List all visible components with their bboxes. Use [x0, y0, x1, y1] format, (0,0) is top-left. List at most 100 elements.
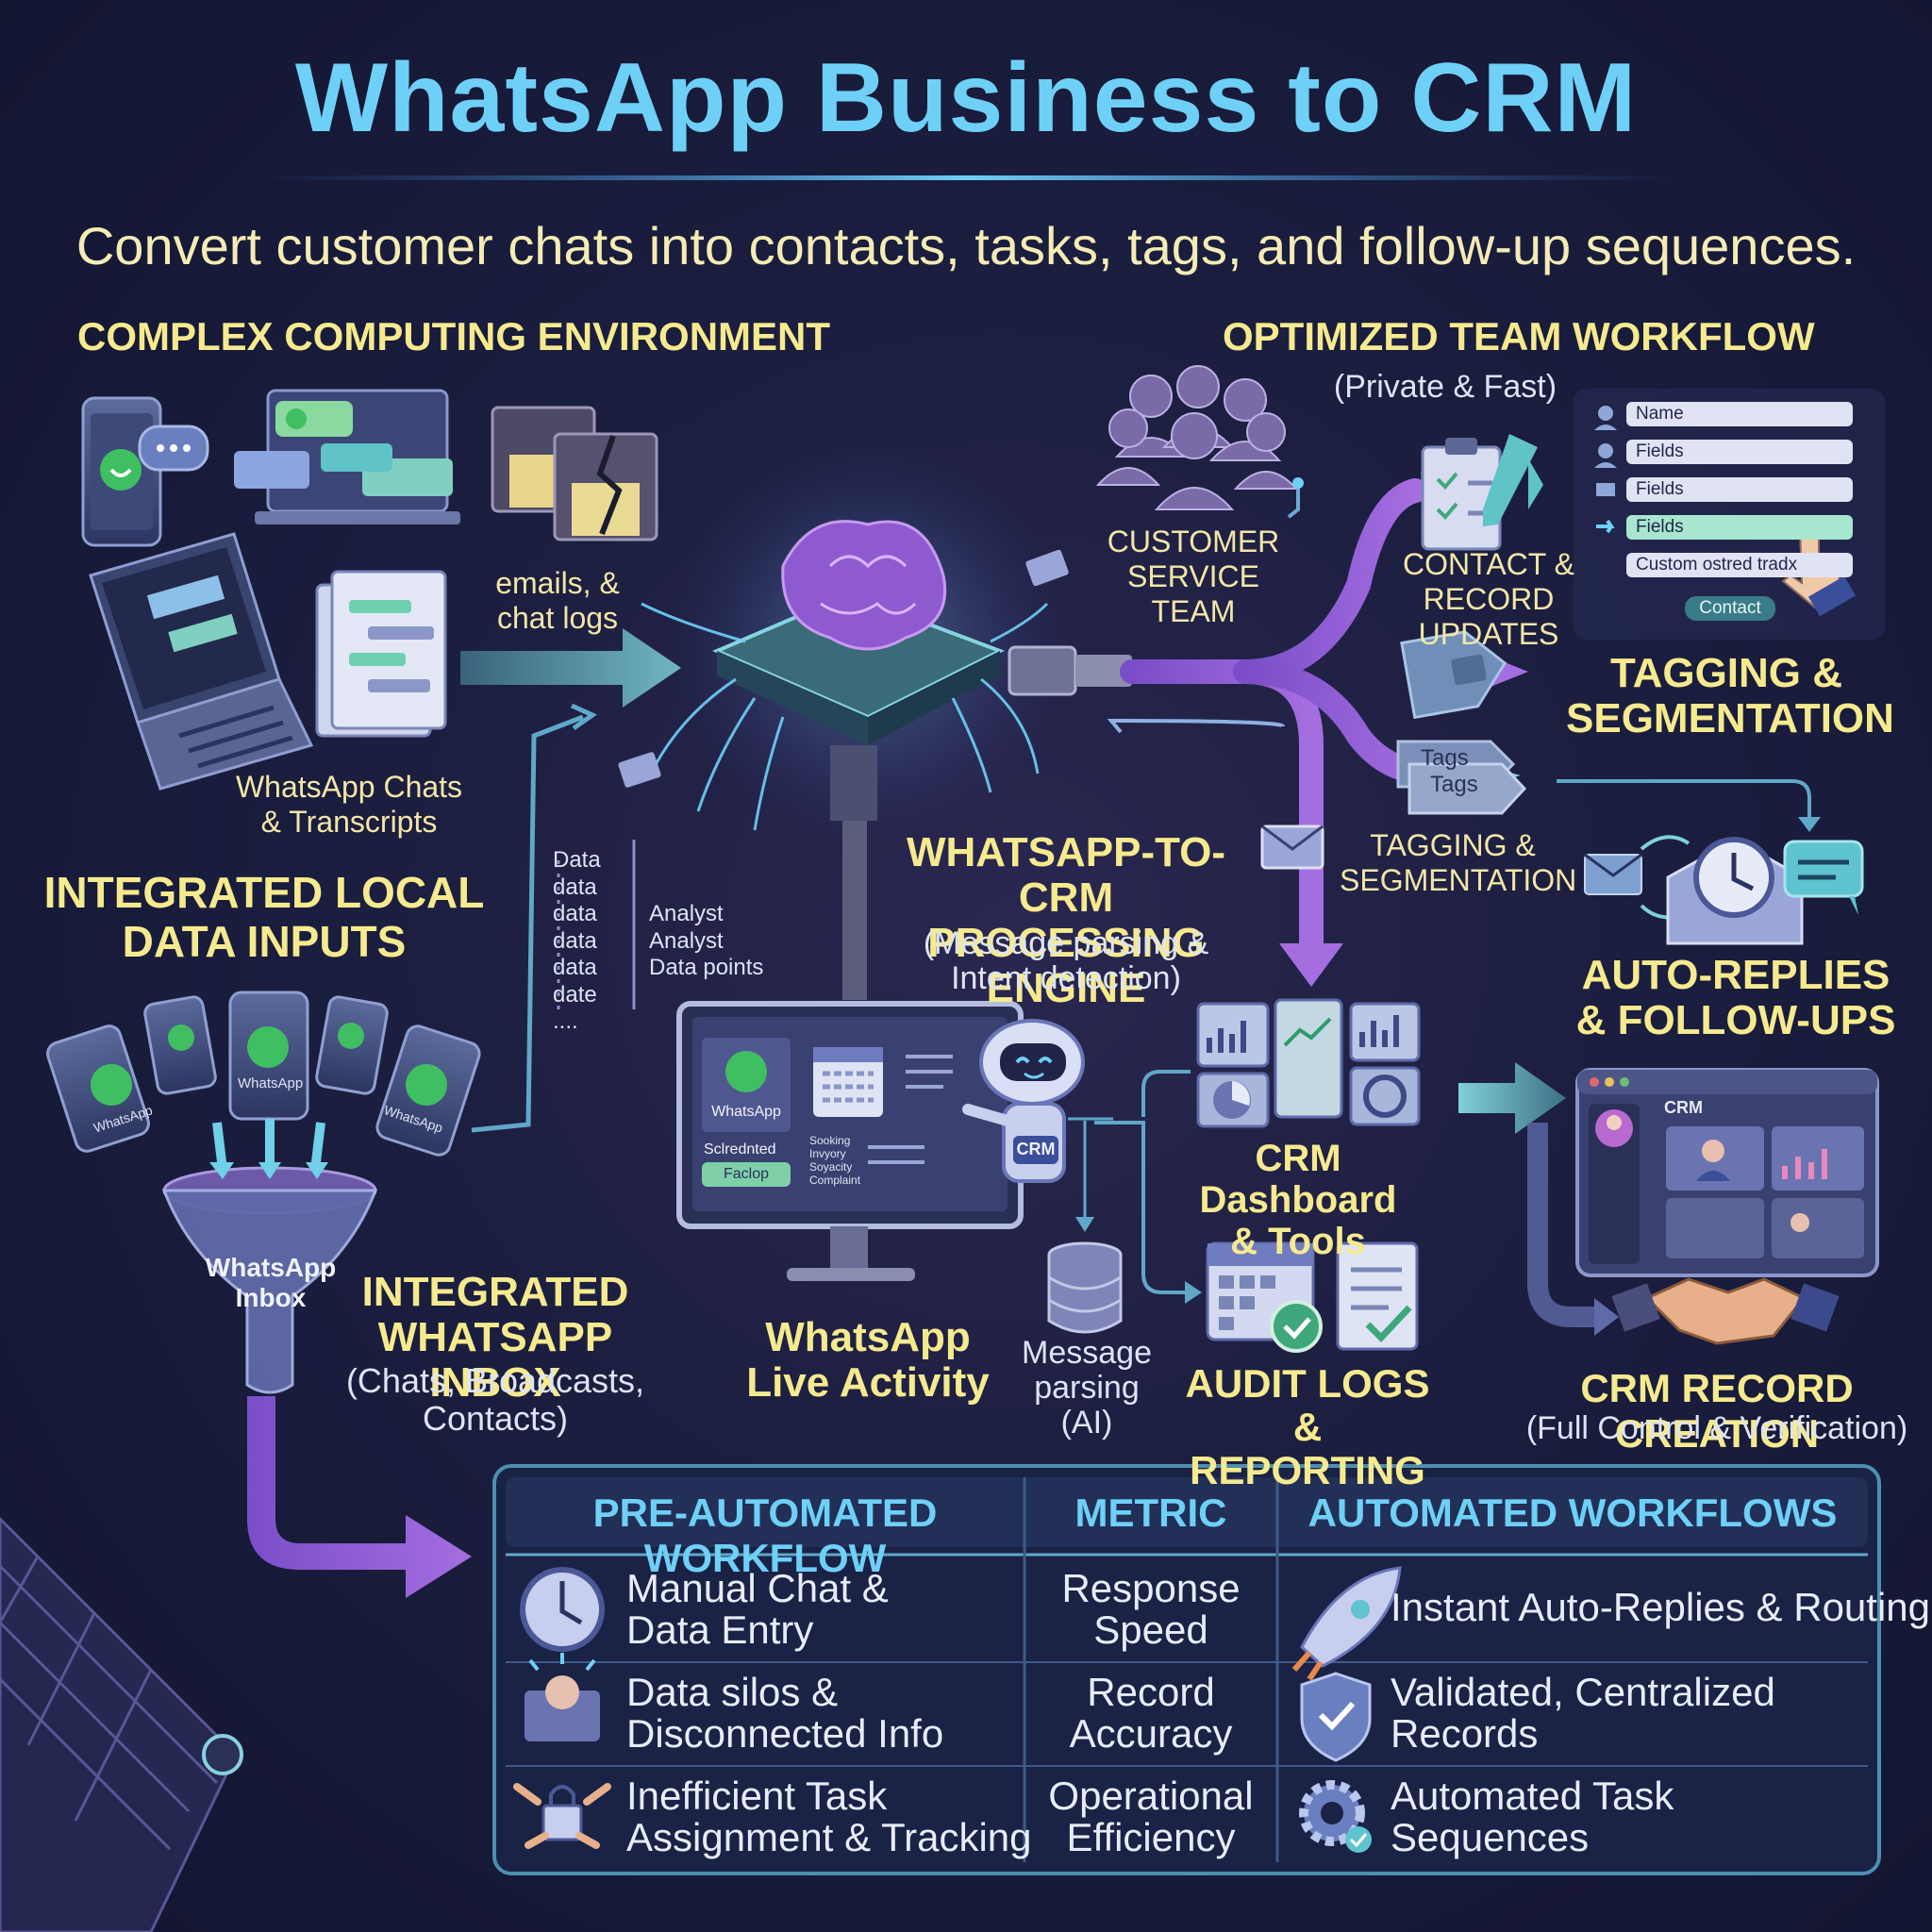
tags-icon	[1396, 740, 1527, 815]
contact-button[interactable]: Contact	[1699, 598, 1761, 618]
robot-badge: CRM	[1016, 1140, 1056, 1158]
auto-replies-heading: AUTO-REPLIES & FOLLOW-UPS	[1575, 952, 1896, 1043]
robot-illustration	[962, 1019, 1085, 1183]
data-list-item: data	[553, 901, 597, 926]
knob-decoration	[202, 1734, 243, 1775]
database-icon	[1047, 1241, 1123, 1334]
handshake-icon	[1611, 1277, 1840, 1345]
data-list-item: ....	[553, 1008, 578, 1034]
left-input-arrow	[460, 628, 681, 708]
tags-to-auto-connector	[1557, 779, 1811, 821]
monitor-list-item: Soyacity	[809, 1160, 853, 1174]
page-title: WhatsApp Business to CRM	[294, 43, 1638, 153]
engine-heading: WHATSAPP-TO-CRM PROCESSING ENGINE	[906, 829, 1226, 1011]
laptop-chat-illustration	[234, 389, 460, 525]
emails-chat-logs-label: emails, & chat logs	[495, 566, 620, 635]
inbox-to-table-arrow	[247, 1396, 472, 1598]
chip-cable	[830, 645, 1132, 1000]
table-header-metric: METRIC	[1074, 1491, 1227, 1535]
form-field[interactable]: Fields	[1626, 477, 1853, 502]
data-list-item: Data	[553, 847, 601, 873]
table-cell-auto: Validated, Centralized Records	[1391, 1670, 1775, 1756]
form-field-active[interactable]: Fields	[1626, 515, 1853, 540]
live-monitor	[676, 1001, 1024, 1281]
keyboard-grid-decoration	[0, 1516, 238, 1932]
table-cell-auto: Instant Auto-Replies & Routing	[1391, 1585, 1931, 1629]
inbox-to-engine-connector	[471, 714, 584, 1133]
team-workflow-heading: OPTIMIZED TEAM WORKFLOW	[1223, 314, 1815, 358]
data-list: Data data data data data date ....	[553, 847, 601, 1036]
envelope-icon	[618, 549, 1324, 870]
auto-replies-illustration	[1584, 835, 1864, 945]
audit-heading: AUDIT LOGS & REPORTING	[1185, 1361, 1430, 1492]
rocket-icon	[1291, 1566, 1402, 1681]
data-list-item: data	[553, 874, 597, 900]
dashboard-tiles	[1196, 998, 1421, 1128]
monitor-list-item: Sooking	[809, 1134, 851, 1147]
data-list-item: data	[553, 927, 597, 954]
form-field-name[interactable]: Name	[1626, 402, 1853, 426]
page-subtitle: Convert customer chats into contacts, ta…	[75, 216, 1857, 275]
audit-illustration	[1206, 1241, 1419, 1353]
team-illustration	[1095, 365, 1299, 510]
message-parsing-label: Message parsing (AI)	[1022, 1335, 1152, 1441]
arrow-to-dashboard-head	[1279, 943, 1343, 987]
tagging-small-label: TAGGING & SEGMENTATION	[1340, 828, 1577, 897]
laptop-illustration	[89, 532, 314, 791]
stressed-person-icon	[525, 1653, 600, 1741]
analyst-list-item: Analyst	[649, 901, 724, 926]
monitor-list: Sooking Invyory Soyacity Complaint	[809, 1134, 860, 1187]
phone-chat-illustration	[81, 396, 209, 547]
crm-record-heading: CRM RECORD CREATION	[1580, 1366, 1854, 1456]
inbox-funnel	[161, 1119, 378, 1394]
complex-environment-heading: COMPLEX COMPUTING ENVIRONMENT	[77, 314, 831, 358]
table-cell-metric: Operational Efficiency	[1048, 1774, 1254, 1859]
crm-record-subheading: (Full Control & Verification)	[1525, 1410, 1908, 1446]
whatsapp-chats-label: WhatsApp Chats & Transcripts	[235, 770, 463, 839]
tagging-heading: TAGGING & SEGMENTATION	[1566, 650, 1894, 741]
table-header-pre: PRE-AUTOMATED WORKFLOW	[592, 1491, 938, 1580]
table-cell-pre: Inefficient Task Assignment & Tracking	[626, 1774, 1032, 1859]
clipboard-icon	[1421, 434, 1543, 551]
crm-to-dashboard-arrow	[1458, 1062, 1566, 1134]
return-connector	[1112, 719, 1285, 728]
tag-label: Tags	[1421, 745, 1469, 771]
data-list-item: date	[553, 981, 597, 1008]
data-list-item: data	[553, 955, 597, 980]
phones-fan-illustration	[46, 991, 481, 1157]
gear-check-icon	[1299, 1780, 1372, 1853]
funnel-label: WhatsApp Inbox	[205, 1253, 337, 1312]
form-field-custom[interactable]: Custom ostred tradx	[1626, 553, 1853, 577]
table-cell-pre: Data silos & Disconnected Info	[626, 1670, 944, 1756]
table-cell-metric: Record Accuracy	[1069, 1670, 1233, 1756]
table-cell-auto: Automated Task Sequences	[1391, 1774, 1674, 1859]
customer-service-team-label: CUSTOMER SERVICE TEAM	[1107, 525, 1280, 628]
crm-window-illustration	[1575, 1068, 1879, 1277]
dashboard-heading: CRM Dashboard & Tools	[1199, 1138, 1397, 1262]
inbox-subheading: (Chats, Broadcasts, Contacts)	[345, 1361, 645, 1438]
title-underline	[255, 175, 1679, 180]
engine-subheading: (Message parsing & Intent detection)	[923, 925, 1209, 996]
integrated-data-heading: INTEGRATED LOCAL DATA INPUTS	[43, 868, 485, 966]
table-header-auto: AUTOMATED WORKFLOWS	[1307, 1491, 1838, 1535]
locked-hands-icon	[513, 1783, 611, 1849]
monitor-app-label: WhatsApp	[711, 1104, 781, 1120]
inbox-heading: INTEGRATED WHATSAPP INBOX	[361, 1269, 629, 1406]
table-cell-pre: Manual Chat & Data Entry	[626, 1566, 889, 1652]
analyst-list-item: Analyst	[649, 927, 724, 954]
tag-label: Tags	[1430, 772, 1478, 797]
monitor-list-item: Invyory	[809, 1147, 846, 1160]
comparison-table-frame	[492, 1464, 1881, 1875]
shield-check-icon	[1300, 1672, 1372, 1762]
monitor-status: Sclrednted	[704, 1141, 776, 1158]
dashboard-connector	[1141, 1070, 1191, 1117]
phone-label: WhatsApp	[238, 1075, 304, 1091]
team-workflow-subheading: (Private & Fast)	[1333, 369, 1557, 405]
form-field[interactable]: Fields	[1626, 440, 1853, 464]
floppy-disks-illustration	[491, 406, 658, 541]
monitor-button[interactable]: Faclop	[723, 1166, 770, 1182]
tag-icon	[1400, 630, 1507, 720]
processing-chip	[641, 443, 1066, 840]
contact-updates-label: CONTACT & RECORD UPDATES	[1403, 547, 1574, 651]
